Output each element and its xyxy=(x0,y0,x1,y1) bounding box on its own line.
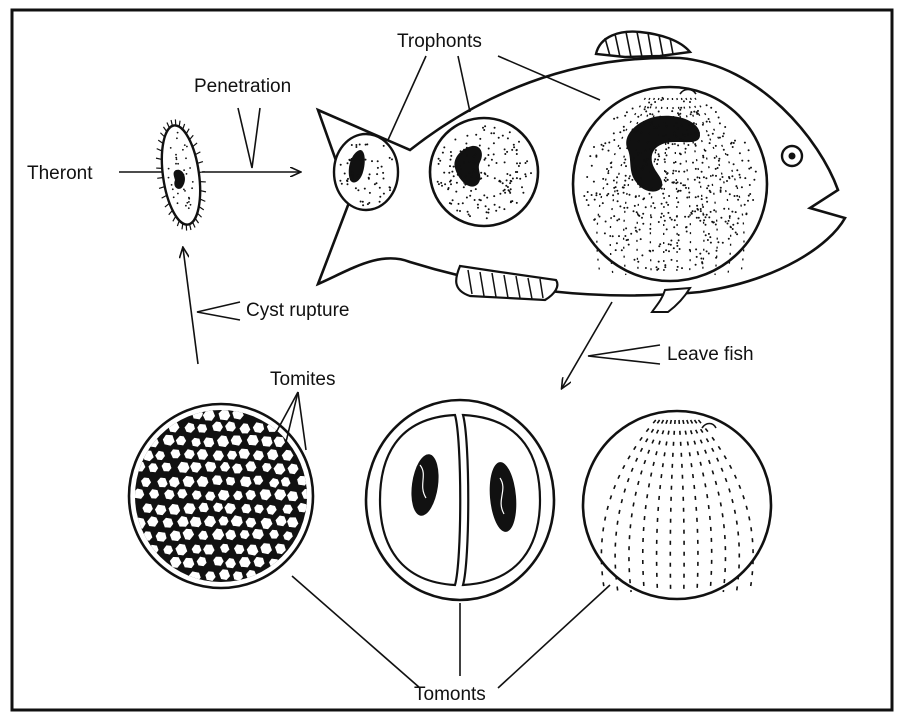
cyst-rupture-arrow xyxy=(183,248,198,364)
theront-cell xyxy=(156,119,206,230)
label-tomites: Tomites xyxy=(270,369,335,390)
leave-fish-leader-lines xyxy=(588,345,660,364)
dorsal-fin xyxy=(596,32,690,57)
trophont-leader-2 xyxy=(458,56,470,112)
penetration-leader-lines xyxy=(238,108,260,168)
label-trophonts: Trophonts xyxy=(397,31,482,52)
tomites-leader-3 xyxy=(298,392,306,450)
label-leave-fish: Leave fish xyxy=(667,344,754,365)
tomites-leader-2 xyxy=(286,392,298,442)
tomonts-leader-1 xyxy=(292,576,420,688)
label-tomonts: Tomonts xyxy=(414,684,486,705)
label-cyst-rupture: Cyst rupture xyxy=(246,300,349,321)
tomont-dividing xyxy=(366,400,554,600)
trophont-leader-1 xyxy=(388,56,426,140)
label-theront: Theront xyxy=(27,163,93,184)
leave-fish-arrow xyxy=(562,302,612,388)
label-penetration: Penetration xyxy=(194,76,291,97)
tomont-with-tomites xyxy=(129,404,313,588)
cyst-rupture-leader-lines xyxy=(197,302,240,320)
tomonts-leader-3 xyxy=(498,585,610,688)
trophont-medium xyxy=(430,118,538,226)
tomont-striated xyxy=(583,411,771,599)
trophont-large xyxy=(573,87,767,281)
